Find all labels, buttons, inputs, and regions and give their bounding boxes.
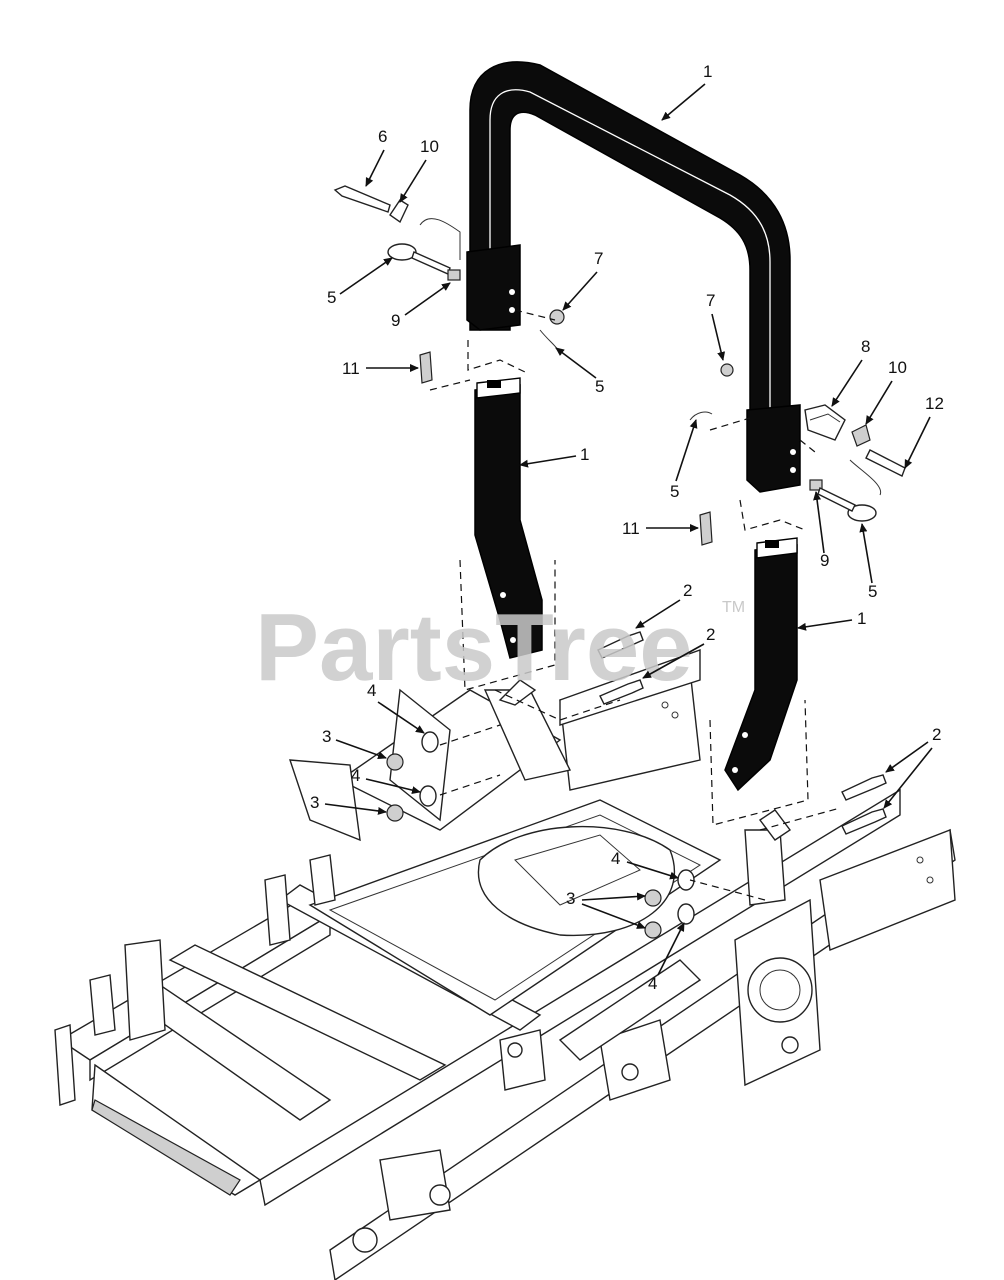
nut-3-a — [386, 753, 404, 771]
roll-bar-lower-right — [724, 537, 798, 792]
callout-4-a: 4 — [367, 681, 376, 700]
roll-bar-upper-hoop — [466, 61, 801, 493]
callout-11-right: 11 — [622, 519, 640, 538]
watermark: PartsTree TM — [255, 594, 745, 701]
callout-2-c: 2 — [932, 725, 941, 744]
callout-5-b: 5 — [595, 377, 604, 396]
washer-4-d — [677, 903, 695, 925]
bracket-11-right — [699, 511, 713, 546]
callout-1-top: 1 — [703, 62, 712, 81]
nut-3-d — [644, 921, 662, 939]
callout-4-b: 4 — [351, 766, 360, 785]
spring-9-right — [809, 479, 823, 491]
callout-12: 12 — [925, 394, 944, 413]
callout-2-a: 2 — [683, 581, 692, 600]
callout-5-c: 5 — [670, 482, 679, 501]
callout-3-a: 3 — [322, 727, 331, 746]
hardware-parts — [333, 185, 906, 939]
bolt-2-d — [841, 808, 887, 835]
callout-1-right: 1 — [857, 609, 866, 628]
clip-10-right — [851, 424, 871, 447]
callout-4-c: 4 — [611, 849, 620, 868]
callouts: 1 6 10 5 9 7 5 11 1 7 8 10 12 5 9 5 11 — [310, 62, 944, 993]
callout-10-left: 10 — [420, 137, 439, 156]
nut-7-left — [549, 309, 565, 325]
callout-11-left: 11 — [342, 359, 360, 378]
assembly-lines — [429, 309, 841, 901]
watermark-trademark: TM — [722, 599, 745, 616]
roll-bar-lower-left — [474, 377, 543, 659]
callout-6: 6 — [378, 127, 387, 146]
callout-4-d: 4 — [648, 974, 657, 993]
pin-5-right — [847, 504, 877, 522]
callout-8: 8 — [861, 337, 870, 356]
nut-7-right — [720, 363, 734, 377]
callout-7-left: 7 — [594, 249, 603, 268]
bracket-11-left — [419, 351, 433, 384]
washer-4-b — [419, 785, 437, 807]
callout-5-d: 5 — [868, 582, 877, 601]
cotter-5-right — [689, 411, 713, 421]
nut-3-c — [644, 889, 662, 907]
callout-9-left: 9 — [391, 311, 400, 330]
bolt-6 — [333, 185, 391, 213]
cotter-5-left — [539, 329, 559, 351]
clip-10-left — [389, 199, 409, 224]
callout-9-right: 9 — [820, 551, 829, 570]
callout-2-b: 2 — [706, 625, 715, 644]
callout-7-right: 7 — [706, 291, 715, 310]
callout-1-left: 1 — [580, 445, 589, 464]
mower-frame — [54, 649, 956, 1280]
callout-3-c: 3 — [566, 889, 575, 908]
bolt-12 — [865, 449, 906, 477]
callout-10-right: 10 — [888, 358, 907, 377]
pin-5-left — [387, 243, 417, 261]
callout-3-b: 3 — [310, 793, 319, 812]
bolt-2-b — [599, 679, 644, 705]
washer-4-c — [677, 869, 695, 891]
nut-3-b — [386, 804, 404, 822]
bolt-2-a — [597, 631, 644, 659]
callout-5-a: 5 — [327, 288, 336, 307]
washer-4-a — [421, 731, 439, 753]
spring-9-left — [447, 269, 461, 281]
bracket-8 — [804, 404, 846, 441]
bolt-2-c — [841, 774, 887, 801]
watermark-text: PartsTree — [255, 594, 693, 701]
